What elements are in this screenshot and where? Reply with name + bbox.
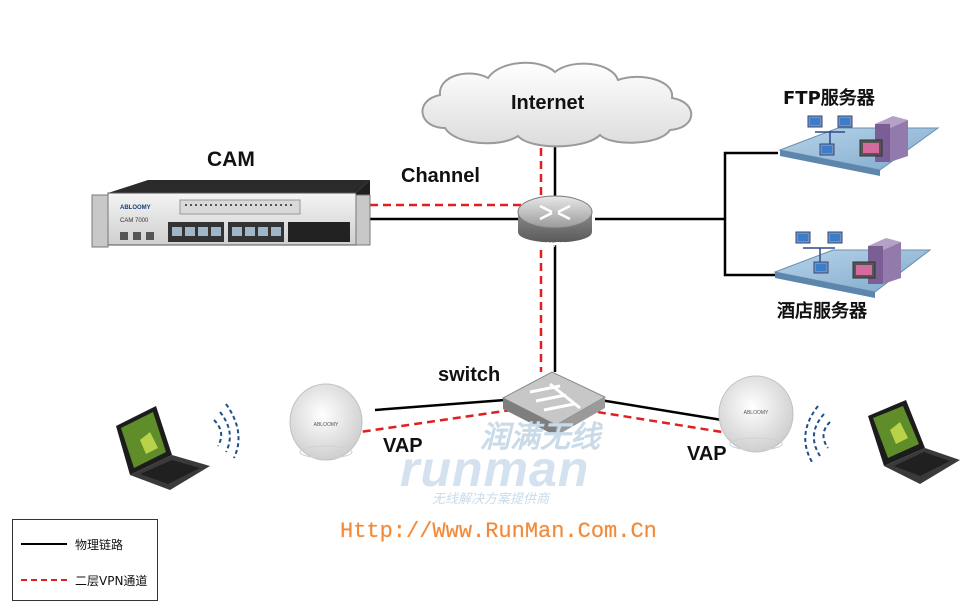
cloud-icon	[421, 61, 693, 148]
wifi-signal-icon	[804, 405, 831, 463]
laptop-icon	[116, 406, 210, 490]
server-rack-icon	[852, 238, 901, 284]
vpn-switch-vap-left	[359, 406, 526, 434]
ftp-server-label: FTP服务器	[783, 88, 875, 109]
router-icon: ROUTER	[517, 195, 593, 249]
legend: 物理链路 二层VPN通道	[12, 519, 158, 601]
website-url[interactable]: Http://Www.RunMan.Com.Cn	[340, 519, 657, 544]
legend-dashed-line	[21, 579, 67, 581]
internet-label: Internet	[511, 92, 585, 114]
vpn-tunnels	[359, 148, 723, 434]
wifi-signal-icon	[213, 403, 240, 459]
watermark-en: runman	[400, 441, 590, 497]
legend-physical-text: 物理链路	[75, 538, 124, 552]
channel-label: Channel	[401, 165, 480, 187]
vap-right-label: VAP	[687, 443, 727, 465]
legend-solid-line	[21, 543, 67, 545]
access-point-icon: ABLOOMY	[718, 375, 794, 453]
link-switch-vap-right	[599, 398, 723, 422]
router-label: ROUTER	[540, 242, 570, 249]
laptop-icon	[868, 400, 960, 484]
cam-appliance-icon: ABLOOMY CAM 7000	[91, 180, 371, 248]
cam-label: CAM	[207, 148, 255, 171]
link-server-bus	[723, 151, 778, 277]
hotel-server-label: 酒店服务器	[777, 301, 867, 322]
switch-label: switch	[438, 364, 501, 386]
cam-brand-text: ABLOOMY	[120, 205, 151, 211]
legend-item-vpn: 二层VPN通道	[13, 570, 157, 590]
ap-brand-right: ABLOOMY	[744, 410, 769, 416]
vap-left-label: VAP	[383, 435, 423, 457]
physical-links	[370, 140, 778, 422]
switch-icon	[501, 371, 607, 436]
ftp-server-group-icon	[778, 115, 940, 176]
legend-vpn-text: 二层VPN通道	[75, 574, 148, 588]
watermark-cn: 润满无线	[480, 420, 600, 455]
cam-model-text: CAM 7000	[120, 218, 149, 224]
server-rack-icon	[859, 116, 908, 162]
vpn-switch-vap-right	[584, 408, 723, 434]
ap-brand-left: ABLOOMY	[314, 422, 339, 428]
access-point-icon: ABLOOMY	[289, 383, 363, 461]
watermark-sub: 无线解决方案提供商	[432, 492, 550, 507]
link-switch-vap-left	[374, 398, 506, 412]
hotel-server-group-icon	[773, 231, 932, 298]
legend-item-physical: 物理链路	[13, 534, 157, 554]
